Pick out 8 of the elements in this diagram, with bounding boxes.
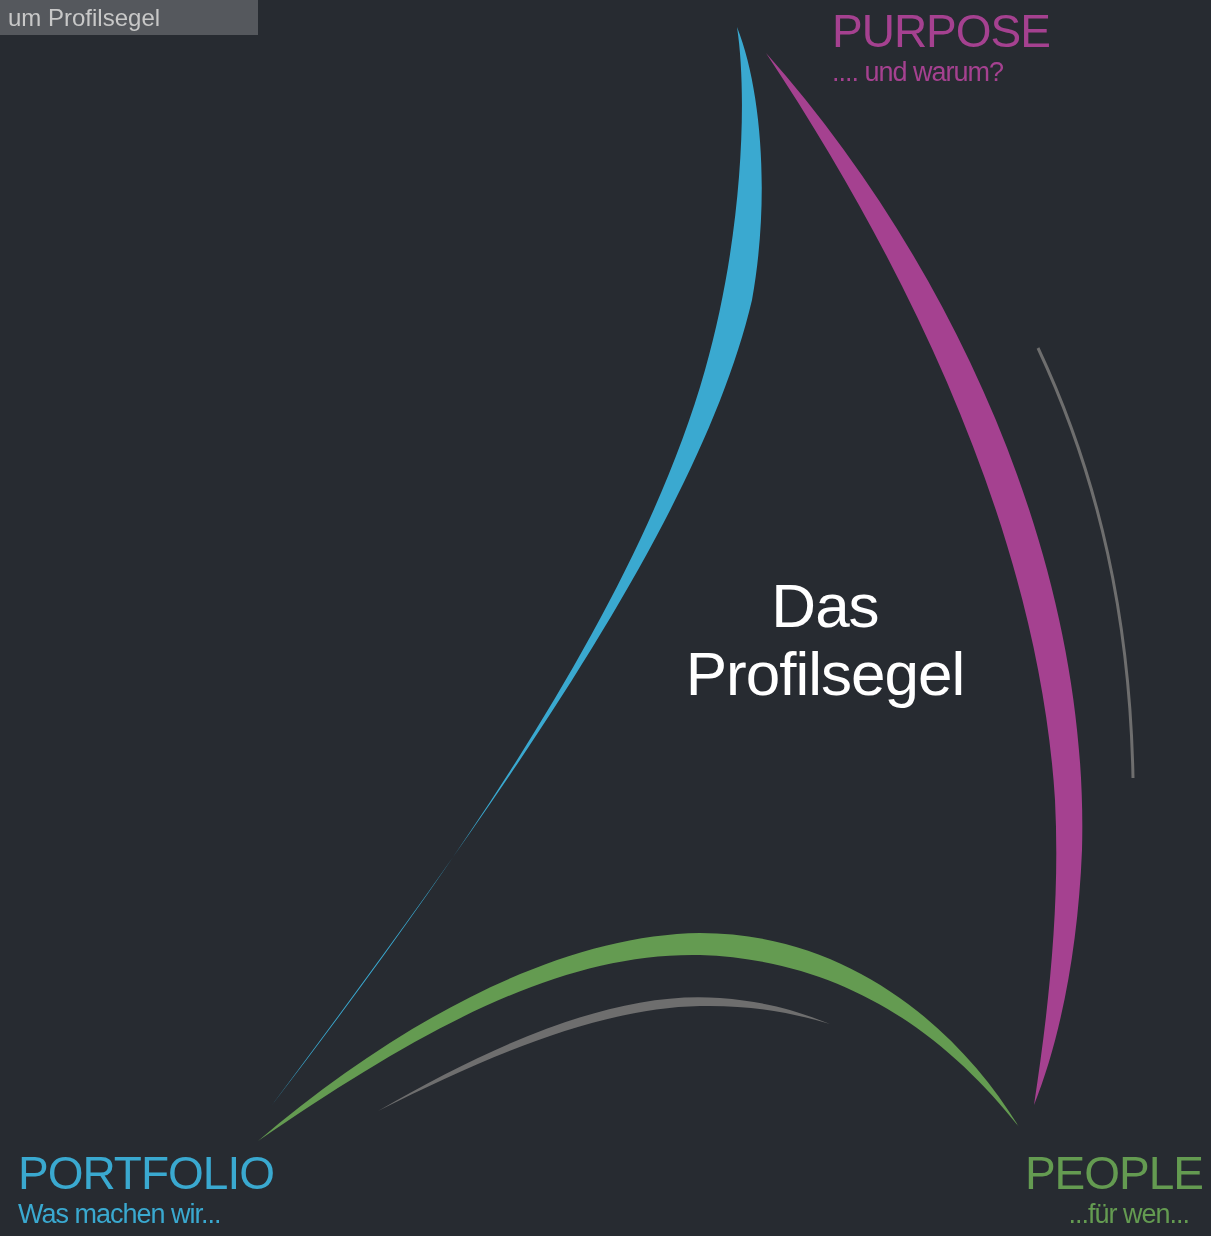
subheading: ...für wen... bbox=[1068, 1200, 1189, 1230]
heading: PEOPLE bbox=[1024, 1148, 1203, 1199]
subheading: Was machen wir... bbox=[18, 1200, 221, 1230]
caption-box: um Profilsegel bbox=[0, 0, 258, 35]
center-title: Das Profilsegel bbox=[684, 572, 966, 709]
subheading: .... und warum? bbox=[832, 58, 1004, 88]
heading: PORTFOLIO bbox=[18, 1148, 274, 1199]
heading: PURPOSE bbox=[832, 6, 1050, 57]
